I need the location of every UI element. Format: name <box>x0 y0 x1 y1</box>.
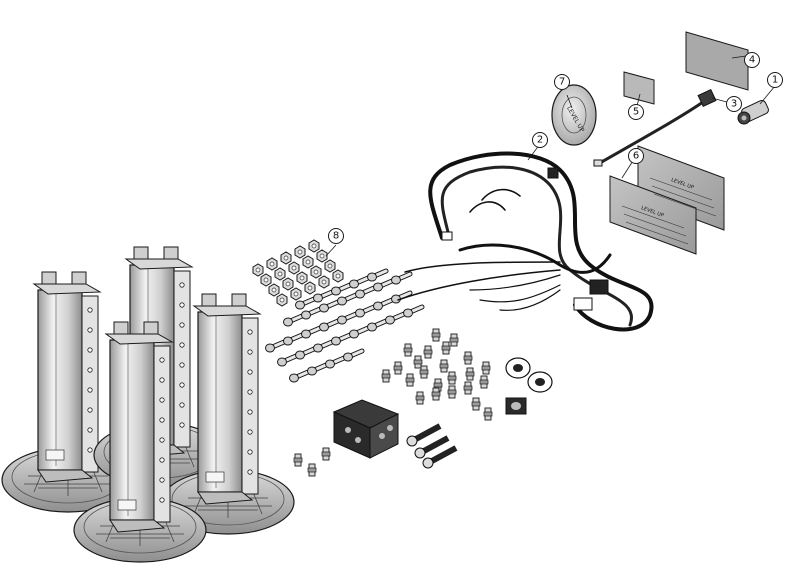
svg-text:6: 6 <box>633 151 639 162</box>
svg-text:3: 3 <box>731 99 737 110</box>
flange-nuts <box>252 239 344 307</box>
svg-text:8: 8 <box>333 231 339 242</box>
callout-4: 4 <box>744 52 760 68</box>
leader-lines <box>325 55 776 257</box>
wiring-harness <box>397 151 654 332</box>
callout-5: 5 <box>628 104 644 120</box>
svg-text:2: 2 <box>537 135 543 146</box>
decal-pair: LEVEL UP LEVEL UP <box>609 145 725 255</box>
large-label <box>685 31 749 91</box>
disc-decal: LEVEL UP <box>551 84 597 146</box>
small-label <box>623 71 655 105</box>
valve-coils <box>505 357 553 415</box>
svg-text:1: 1 <box>772 75 778 86</box>
power-cable <box>593 88 717 167</box>
solenoid-valves <box>406 423 458 469</box>
callout-3: 3 <box>726 96 742 112</box>
callout-8: 8 <box>328 228 344 244</box>
svg-text:4: 4 <box>749 55 755 66</box>
hydraulic-fittings <box>293 328 493 477</box>
callout-1: 1 <box>767 72 783 88</box>
callout-7: 7 <box>554 74 570 90</box>
svg-text:7: 7 <box>559 77 565 88</box>
manifold-block <box>332 399 400 459</box>
callout-2: 2 <box>532 132 548 148</box>
callout-6: 6 <box>628 148 644 164</box>
svg-text:5: 5 <box>633 107 639 118</box>
switch-connector <box>737 99 769 125</box>
